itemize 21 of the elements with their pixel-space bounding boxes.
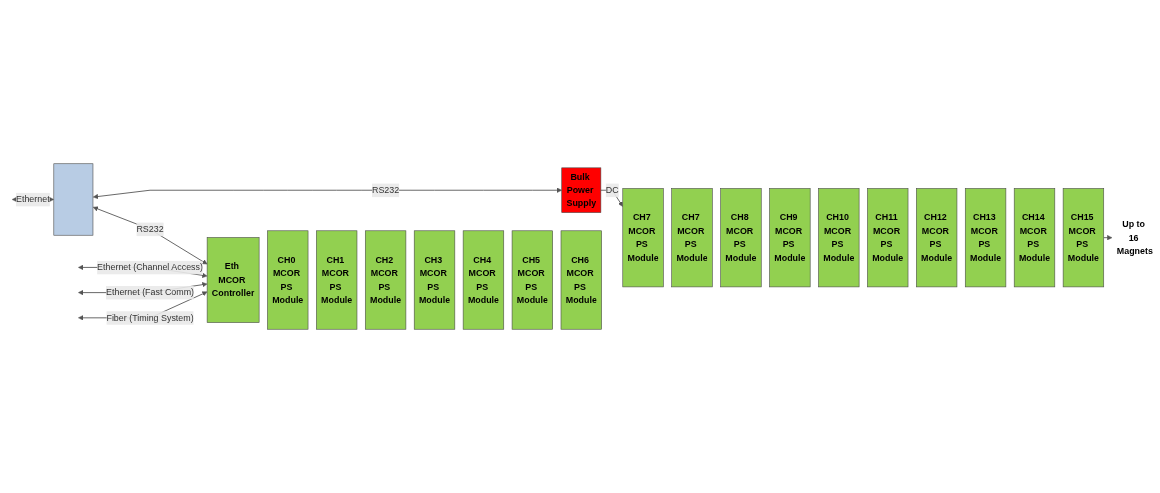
node-box: CH10 MCOR PS Module	[818, 188, 860, 288]
node-box: CH8 MCOR PS Module	[720, 188, 762, 288]
node-box: CH5 MCOR PS Module	[511, 230, 553, 330]
node-box: CH1 MCOR PS Module	[316, 230, 358, 330]
node-box	[53, 163, 94, 236]
node-box: CH15 MCOR PS Module	[1062, 188, 1105, 288]
node-box: Eth MCOR Controller	[206, 237, 260, 323]
node-box: CH7 MCOR PS Module	[671, 188, 713, 288]
node-text: Up to 16 Magnets	[1116, 218, 1153, 256]
node-box: CH6 MCOR PS Module	[560, 230, 602, 330]
node-box: CH0 MCOR PS Module	[267, 230, 309, 330]
node-box: CH3 MCOR PS Module	[413, 230, 456, 330]
node-box: CH4 MCOR PS Module	[462, 230, 505, 330]
node-box: CH9 MCOR PS Module	[769, 188, 811, 288]
node-box: CH2 MCOR PS Module	[365, 230, 407, 330]
node-box: CH13 MCOR PS Module	[964, 188, 1007, 288]
node-box: CH12 MCOR PS Module	[916, 188, 958, 288]
node-box: CH11 MCOR PS Module	[867, 188, 909, 288]
node-box: CH7 MCOR PS Module	[622, 188, 664, 288]
node-box: CH14 MCOR PS Module	[1013, 188, 1056, 288]
node-box: Bulk Power Supply	[561, 167, 602, 213]
